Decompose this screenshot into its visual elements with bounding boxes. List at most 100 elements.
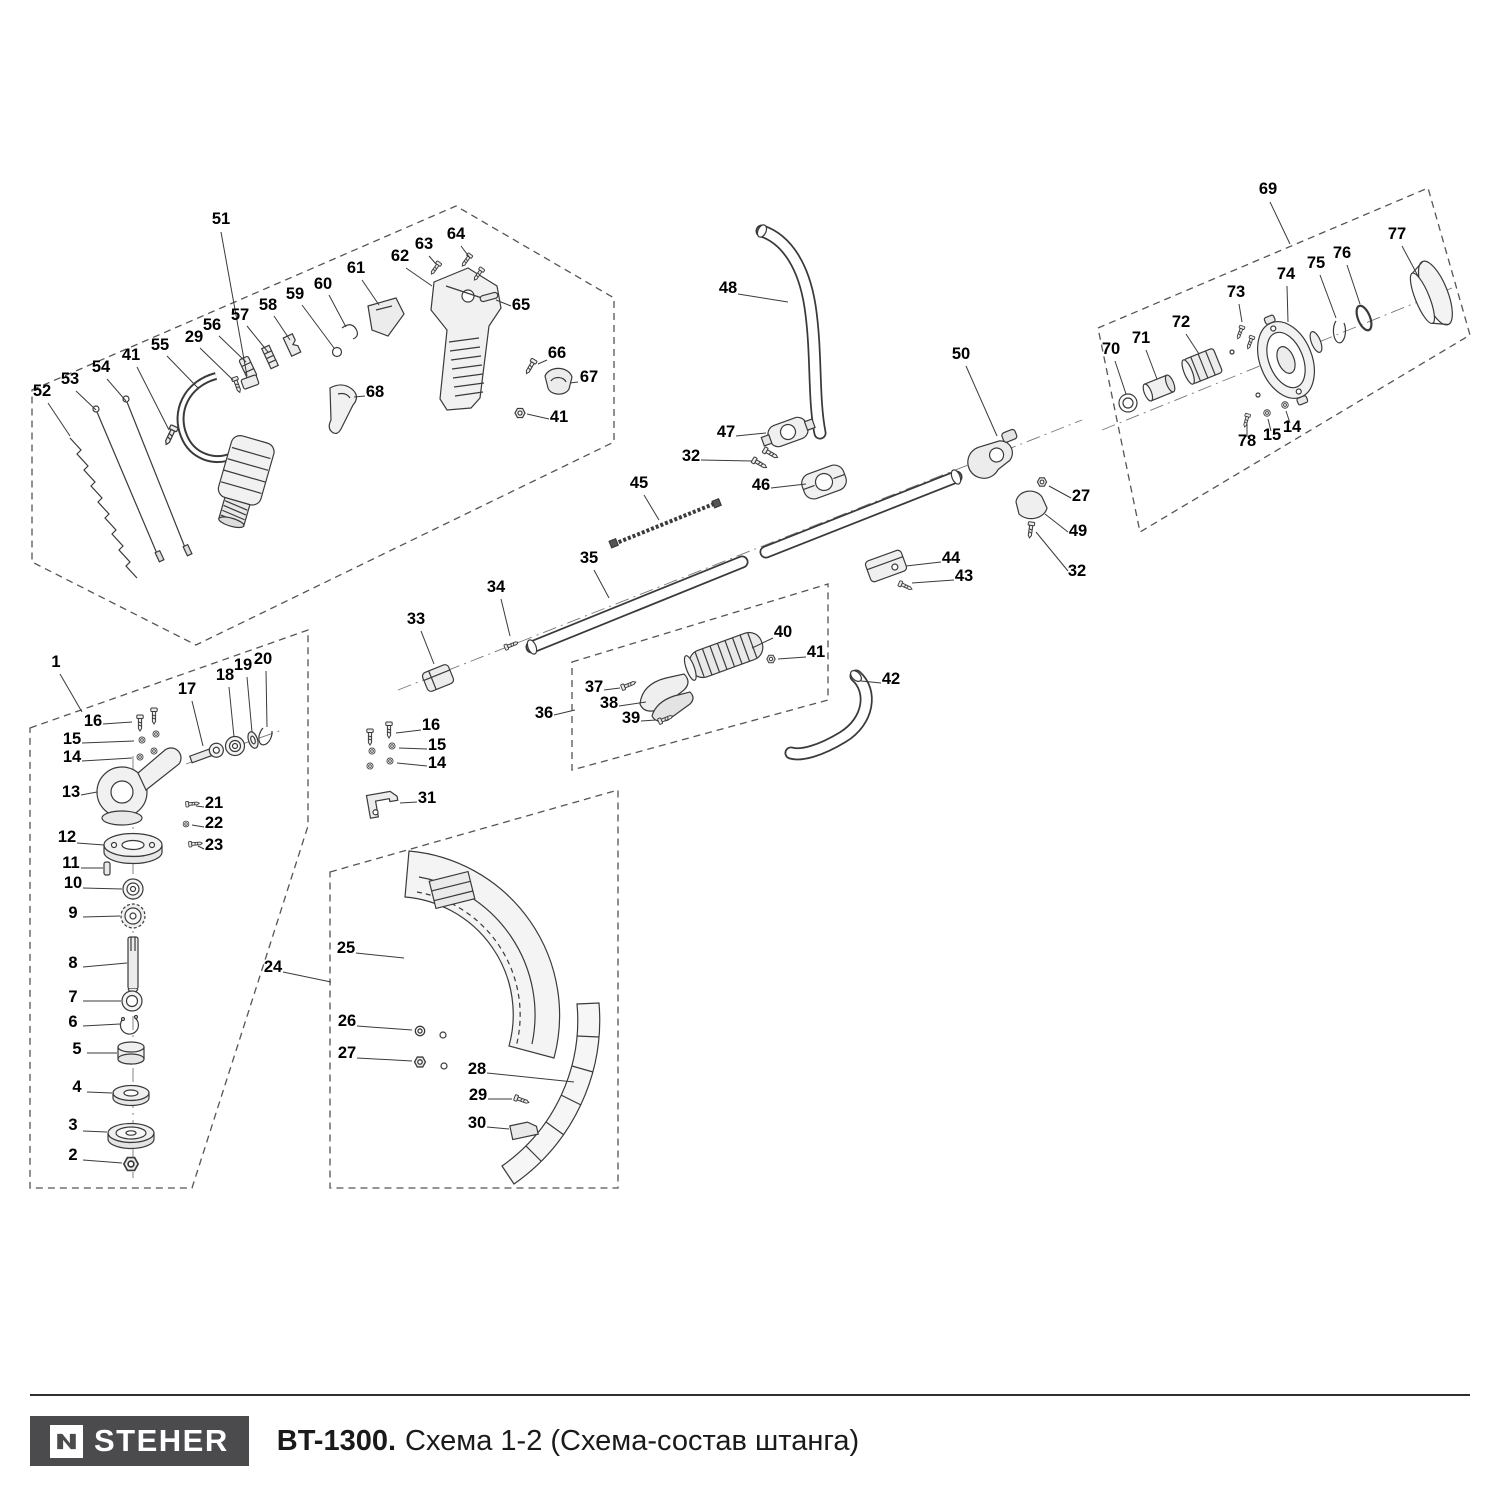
part-number-label: 40 bbox=[774, 623, 792, 641]
part-number-label: 68 bbox=[366, 383, 384, 401]
wire-clip-part bbox=[341, 324, 359, 340]
part-number-label: 77 bbox=[1388, 225, 1406, 243]
screw-part bbox=[366, 728, 374, 746]
part-number-label: 37 bbox=[585, 678, 603, 696]
part-number-label: 42 bbox=[882, 670, 900, 688]
circlip-part bbox=[119, 1014, 140, 1035]
leader-line bbox=[246, 325, 269, 353]
model-number: BT-1300. bbox=[276, 1424, 397, 1457]
part-number-label: 39 bbox=[622, 709, 640, 727]
leader-line bbox=[301, 304, 335, 349]
part-number-label: 24 bbox=[264, 958, 283, 976]
leader-line bbox=[76, 842, 105, 846]
assembly-boundaries bbox=[29, 187, 1471, 1189]
leader-line bbox=[500, 598, 511, 637]
leader-line bbox=[396, 762, 428, 767]
leader-line bbox=[82, 1130, 108, 1133]
washer-part bbox=[1255, 392, 1261, 398]
pinion-centerline bbox=[185, 729, 283, 765]
throttle-trigger-part bbox=[328, 384, 358, 435]
part-number-label: 48 bbox=[719, 279, 737, 297]
leader-line bbox=[273, 315, 291, 341]
part-number-label: 47 bbox=[717, 423, 735, 441]
screw-part bbox=[512, 1093, 531, 1107]
leader-line bbox=[220, 231, 248, 377]
part-number-label: 15 bbox=[1263, 426, 1281, 444]
grip-shell-part bbox=[639, 673, 689, 712]
screw-part bbox=[150, 707, 158, 725]
part-number-label: 9 bbox=[68, 904, 77, 922]
part-number-label: 14 bbox=[428, 754, 447, 772]
bearing-part bbox=[122, 878, 144, 900]
part-number-label: 27 bbox=[338, 1044, 356, 1062]
leader-line bbox=[860, 680, 882, 684]
leader-line bbox=[735, 432, 767, 437]
part-number-label: 45 bbox=[630, 474, 648, 492]
washer-part bbox=[1229, 349, 1235, 355]
leader-line bbox=[1319, 274, 1337, 319]
leader-line bbox=[86, 1091, 113, 1094]
leader-line bbox=[398, 747, 428, 750]
leader-line bbox=[1044, 513, 1069, 533]
grip-assembly-box bbox=[571, 583, 829, 771]
part-number-label: 4 bbox=[72, 1078, 82, 1096]
leader-line bbox=[106, 378, 127, 402]
leader-line bbox=[911, 579, 955, 584]
part-number-label: 29 bbox=[185, 328, 203, 346]
diagram-caption: BT-1300.Схема 1-2 (Схема-состав штанга) bbox=[277, 1425, 859, 1458]
part-number-label: 50 bbox=[952, 345, 970, 363]
washer-part bbox=[247, 731, 259, 749]
lock-lever-part bbox=[367, 297, 405, 337]
part-number-label: 15 bbox=[63, 730, 81, 748]
part-number-label: 26 bbox=[338, 1012, 356, 1030]
steher-logo: STEHER bbox=[30, 1416, 249, 1466]
leader-line bbox=[737, 293, 789, 303]
line-cutter-blade-part bbox=[509, 1121, 539, 1141]
diagram-subtitle: Схема 1-2 (Схема-состав штанга) bbox=[405, 1424, 860, 1457]
leader-line bbox=[965, 365, 998, 437]
washer-part bbox=[414, 1025, 426, 1037]
leader-line bbox=[195, 805, 205, 808]
leader-line bbox=[82, 962, 128, 968]
upper-bar-clamp-part bbox=[760, 416, 816, 448]
leader-line bbox=[486, 1072, 575, 1083]
clamp-half-part bbox=[544, 367, 573, 395]
part-number-label: 74 bbox=[1277, 265, 1296, 283]
leader-line bbox=[603, 687, 621, 691]
part-number-label: 36 bbox=[535, 704, 553, 722]
part-number-label: 16 bbox=[84, 712, 102, 730]
pressure-washer-part bbox=[112, 1084, 150, 1107]
part-number-label: 35 bbox=[580, 549, 598, 567]
leader-line bbox=[1035, 531, 1069, 572]
leader-line bbox=[59, 673, 83, 713]
small-spring-part bbox=[260, 344, 280, 370]
leader-line bbox=[82, 887, 123, 890]
shaft-clamp-part bbox=[967, 428, 1018, 479]
leader-line bbox=[751, 637, 774, 649]
part-number-label: 3 bbox=[68, 1116, 77, 1134]
leader-line bbox=[166, 355, 199, 389]
screw-part bbox=[1241, 412, 1252, 429]
leader-line bbox=[553, 709, 576, 716]
leader-line bbox=[770, 483, 807, 489]
circlip-part bbox=[258, 727, 273, 746]
part-number-label: 28 bbox=[468, 1060, 486, 1078]
ring-part bbox=[331, 346, 343, 358]
part-number-label: 46 bbox=[752, 476, 770, 494]
leader-line bbox=[777, 656, 807, 660]
part-number-label: 63 bbox=[415, 235, 433, 253]
part-number-label: 14 bbox=[63, 748, 82, 766]
screw-part bbox=[897, 579, 914, 593]
screw-part bbox=[136, 714, 144, 732]
part-number-label: 58 bbox=[259, 296, 277, 314]
pin-part bbox=[479, 291, 499, 303]
shaft-coupler-part bbox=[421, 664, 455, 692]
leader-line bbox=[246, 676, 253, 733]
part-number-label: 64 bbox=[447, 225, 466, 243]
screw-part bbox=[188, 839, 204, 848]
leader-line bbox=[1286, 285, 1289, 323]
drive-shaft-tube-part bbox=[525, 469, 963, 655]
nut-part bbox=[514, 407, 526, 419]
